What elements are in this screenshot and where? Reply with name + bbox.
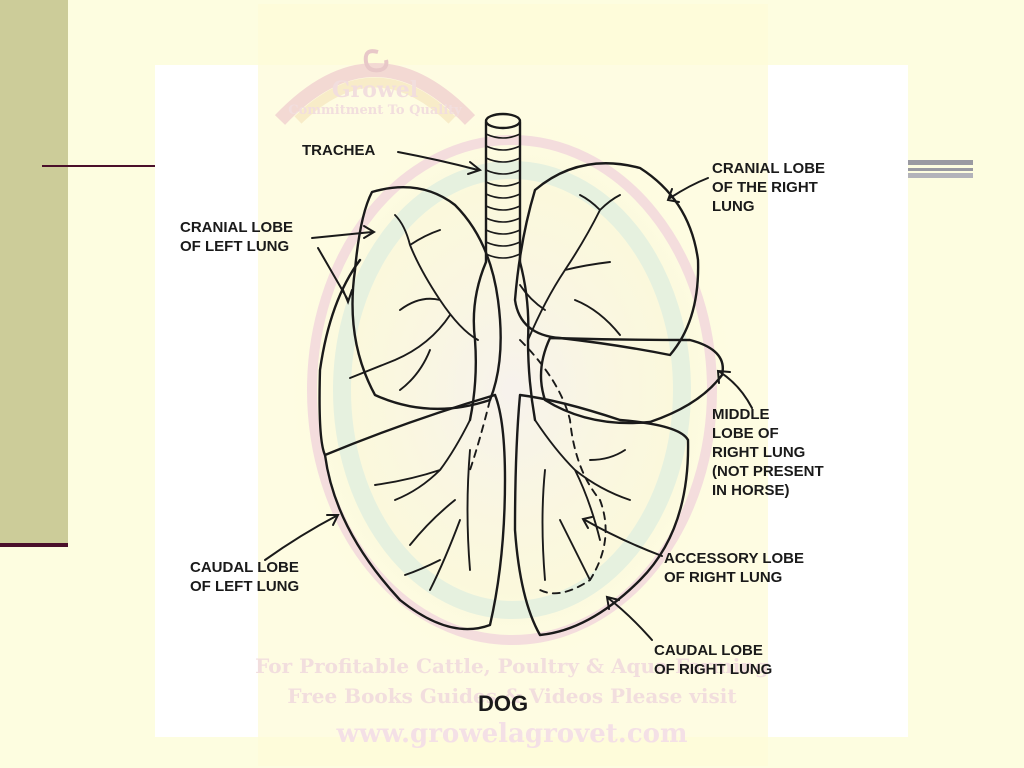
title-rule-right-bottom xyxy=(908,173,973,178)
left-lobe-divider xyxy=(323,393,497,457)
label-cranial-right-line-2: OF THE RIGHT xyxy=(712,179,818,196)
label-caudal-right-line-1: CAUDAL LOBE xyxy=(654,642,763,659)
title-rule-left xyxy=(42,165,158,167)
watermark-ring-inner xyxy=(333,161,691,619)
cranial-left-arrow-2 xyxy=(317,247,353,305)
side-bar xyxy=(0,0,68,545)
caudal-right-lobe xyxy=(513,393,690,637)
trachea-opening xyxy=(484,112,522,130)
label-caudal-left-line-1: CAUDAL LOBE xyxy=(190,559,299,576)
label-middle-right-line-3: RIGHT LUNG xyxy=(712,444,805,461)
watermark-arc-top-inner xyxy=(294,77,456,124)
trachea-arrow xyxy=(397,151,483,175)
label-cranial-right-line-1: CRANIAL LOBE xyxy=(712,160,825,177)
cranial-right-arrow xyxy=(666,177,709,203)
label-cranial-left-line-1: CRANIAL LOBE xyxy=(180,219,293,236)
right-cranial-branches xyxy=(519,194,621,341)
label-caudal-left-line-2: OF LEFT LUNG xyxy=(190,578,299,595)
left-caudal-branches xyxy=(374,419,471,591)
trachea-rings xyxy=(485,133,521,259)
watermark-logo-icon xyxy=(363,49,389,73)
label-species: DOG xyxy=(478,691,528,716)
watermark-line-2: Free Books Guides & Videos Please visit xyxy=(287,684,737,708)
label-cranial-right-line-3: LUNG xyxy=(712,198,755,215)
label-middle-right-line-5: IN HORSE) xyxy=(712,482,790,499)
accessory-lobe-outline xyxy=(469,339,607,595)
label-cranial-left-line-2: OF LEFT LUNG xyxy=(180,238,289,255)
right-caudal-branches xyxy=(534,419,631,581)
label-caudal-right-line-2: OF RIGHT LUNG xyxy=(654,661,772,678)
watermark-brand: Growel xyxy=(332,77,418,103)
caudal-left-arrow xyxy=(264,514,340,561)
label-middle-right-line-2: LOBE OF xyxy=(712,425,779,442)
label-middle-right-line-4: (NOT PRESENT xyxy=(712,463,824,480)
caudal-left-lobe xyxy=(318,258,507,631)
label-accessory-right-line-1: ACCESSORY LOBE xyxy=(664,550,804,567)
leader-lines xyxy=(264,151,753,641)
label-trachea: TRACHEA xyxy=(302,142,375,159)
lung-line-art xyxy=(318,112,725,637)
accessory-right-arrow xyxy=(581,516,663,557)
left-main-bronchus xyxy=(468,260,488,422)
title-rule-right-top xyxy=(908,160,973,165)
watermark-tagline: Commitment To Quality xyxy=(288,103,462,118)
side-bar-underline xyxy=(0,543,68,547)
middle-right-arrow xyxy=(716,369,753,409)
watermark-url: www.growelagrovet.com xyxy=(335,719,687,749)
label-middle-right-line-1: MIDDLE xyxy=(712,406,770,423)
labels: TRACHEA CRANIAL LOBE OF LEFT LUNG CRANIA… xyxy=(180,142,825,716)
caudal-right-arrow xyxy=(605,595,653,641)
watermark: Growel Commitment To Quality For Profita… xyxy=(255,4,769,766)
title-rule-right-middle xyxy=(908,168,973,171)
watermark-ring-outer xyxy=(307,135,717,645)
cranial-left-arrow-1 xyxy=(311,225,376,239)
watermark-line-1: For Profitable Cattle, Poultry & Aqua Fa… xyxy=(255,654,769,678)
label-accessory-right-line-2: OF RIGHT LUNG xyxy=(664,569,782,586)
cranial-right-lobe xyxy=(513,162,700,357)
left-cranial-branches xyxy=(349,214,479,391)
